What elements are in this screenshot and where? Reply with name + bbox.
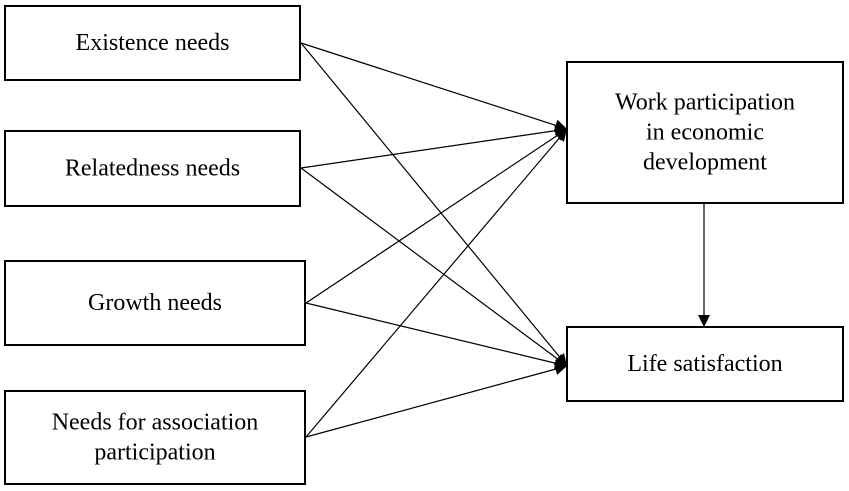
arrow-existence-to-life — [300, 42, 568, 367]
node-box-association — [4, 390, 306, 485]
node-box-growth — [4, 260, 306, 346]
node-label-work-line-2: in economic — [646, 120, 764, 146]
node-label-work-line-1: Work participation — [615, 90, 795, 116]
arrow-association-to-life — [305, 363, 568, 438]
node-work: Work participation in economic development — [566, 61, 844, 204]
node-label-association-line-2: participation — [94, 440, 215, 466]
node-life: Life satisfaction — [566, 326, 844, 402]
node-relatedness: Relatedness needs — [4, 130, 301, 207]
arrow-growth-to-work — [305, 128, 568, 304]
node-label-growth-line-1: Growth needs — [88, 290, 222, 316]
arrow-relatedness-to-life — [300, 167, 568, 367]
node-box-relatedness — [4, 130, 301, 207]
node-box-existence — [4, 5, 301, 81]
node-label-life-line-1: Life satisfaction — [627, 351, 782, 377]
node-association: Needs for association participation — [4, 390, 306, 485]
node-growth: Growth needs — [4, 260, 306, 346]
arrow-association-to-work — [305, 128, 568, 438]
node-box-work — [566, 61, 844, 204]
node-existence: Existence needs — [4, 5, 301, 81]
arrow-existence-to-work — [300, 42, 568, 132]
node-box-life — [566, 326, 844, 402]
arrow-relatedness-to-work — [300, 124, 568, 169]
node-label-work-line-3: development — [643, 150, 767, 176]
arrows-layer — [300, 42, 710, 438]
node-label-relatedness-line-1: Relatedness needs — [65, 156, 240, 182]
node-label-association-line-1: Needs for association — [52, 410, 259, 436]
node-label-existence-line-1: Existence needs — [76, 30, 230, 56]
arrow-growth-to-life — [305, 302, 568, 370]
